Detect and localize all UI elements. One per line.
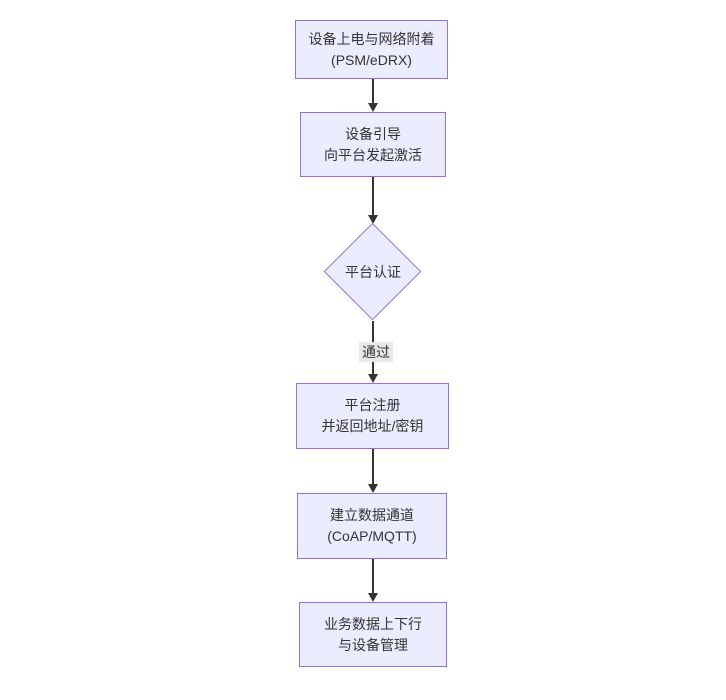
node-text-line: 设备上电与网络附着	[308, 30, 435, 47]
edge-channel-to-business	[372, 559, 374, 594]
node-text-line: 设备引导	[345, 125, 401, 142]
node-business-data-device-mgmt: 业务数据上下行 与设备管理	[299, 602, 447, 667]
node-text-line: (CoAP/MQTT)	[327, 528, 417, 544]
node-text-line: 业务数据上下行	[324, 615, 422, 632]
arrowhead-down-icon	[368, 103, 378, 112]
node-text-line: 与设备管理	[338, 636, 408, 653]
arrowhead-down-icon	[368, 484, 378, 493]
node-platform-register: 平台注册 并返回地址/密钥	[296, 383, 449, 449]
node-text-line: (PSM/eDRX)	[331, 51, 412, 68]
edge-bootstrap-to-auth	[372, 177, 374, 216]
arrowhead-down-icon	[368, 215, 378, 224]
node-text-line: 平台注册	[344, 397, 401, 413]
node-device-power-network-attach: 设备上电与网络附着 (PSM/eDRX)	[295, 20, 448, 79]
node-text-line: 建立数据通道	[330, 507, 414, 523]
node-device-bootstrap-activate: 设备引导 向平台发起激活	[300, 112, 446, 177]
node-text-line: 向平台发起激活	[324, 146, 422, 163]
node-platform-auth-decision-label: 平台认证	[345, 264, 401, 280]
arrowhead-down-icon	[368, 593, 378, 602]
edge-register-to-channel	[372, 449, 374, 485]
node-text-line: 并返回地址/密钥	[321, 418, 424, 434]
node-data-channel: 建立数据通道 (CoAP/MQTT)	[297, 493, 447, 559]
arrowhead-down-icon	[368, 374, 378, 383]
edge-label-pass: 通过	[359, 342, 393, 362]
edge-power-to-bootstrap	[372, 79, 374, 105]
